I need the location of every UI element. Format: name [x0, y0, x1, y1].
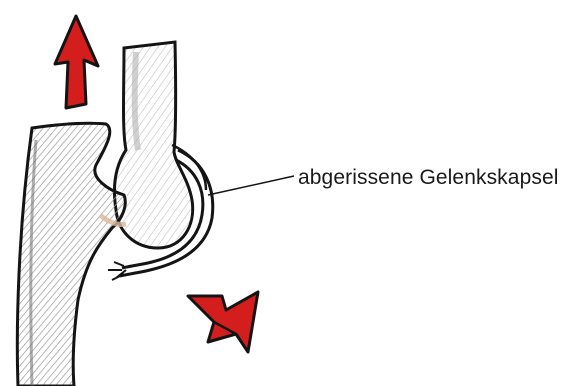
capsule-label: abgerissene Gelenkskapsel: [298, 166, 559, 190]
lower-bone: [17, 123, 126, 386]
down-right-arrow-icon: [188, 292, 258, 352]
upper-bone: [114, 42, 192, 248]
label-leader-line: [208, 176, 294, 195]
up-arrow-icon: [55, 16, 98, 108]
